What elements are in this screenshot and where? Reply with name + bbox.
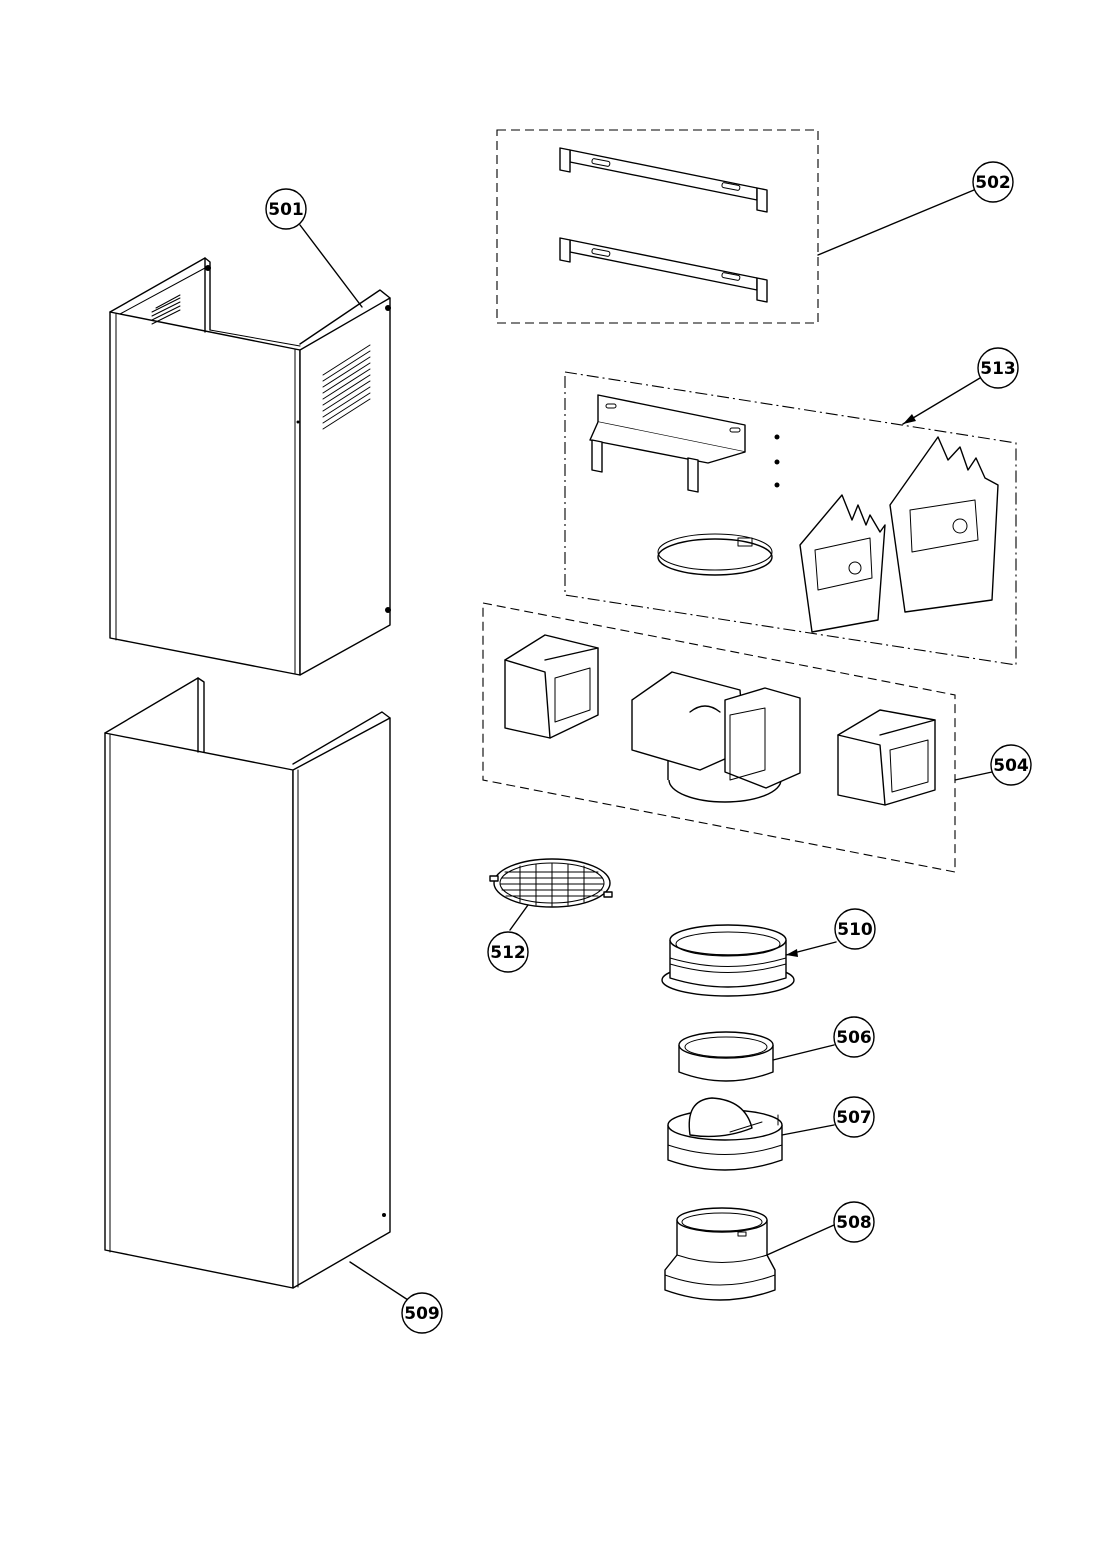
part-508-reducer <box>664 1207 776 1301</box>
callout-508: 508 <box>833 1201 875 1243</box>
callout-507-label: 507 <box>836 1108 872 1128</box>
arrowhead-510 <box>786 949 798 957</box>
part-507-backdraft-damper <box>667 1097 783 1171</box>
callout-504-label: 504 <box>993 756 1029 776</box>
callout-512-label: 512 <box>490 943 526 963</box>
callout-502-label: 502 <box>975 173 1011 193</box>
callout-510-label: 510 <box>837 920 873 940</box>
callout-504: 504 <box>990 744 1032 786</box>
callout-509-label: 509 <box>404 1304 440 1324</box>
callout-513-label: 513 <box>980 359 1016 379</box>
part-506-ring <box>678 1031 774 1082</box>
arrowhead-513 <box>903 414 916 424</box>
part-502-bracket-set <box>496 129 819 324</box>
part-509-lower-chimney <box>104 677 391 1289</box>
callout-506-label: 506 <box>836 1028 872 1048</box>
callout-501: 501 <box>265 188 307 230</box>
part-513-recirculation-kit <box>564 371 1017 666</box>
part-510-collar <box>661 924 795 997</box>
callout-509: 509 <box>401 1292 443 1334</box>
callout-513: 513 <box>977 347 1019 389</box>
callout-502: 502 <box>972 161 1014 203</box>
callout-510: 510 <box>834 908 876 950</box>
callout-506: 506 <box>833 1016 875 1058</box>
part-504-duct-set <box>482 602 956 873</box>
part-512-grille <box>489 858 613 908</box>
leader-lines <box>299 189 993 1301</box>
part-501-upper-chimney <box>109 257 391 676</box>
callout-512: 512 <box>487 931 529 973</box>
callout-508-label: 508 <box>836 1213 872 1233</box>
callout-507: 507 <box>833 1096 875 1138</box>
callout-501-label: 501 <box>268 200 304 220</box>
